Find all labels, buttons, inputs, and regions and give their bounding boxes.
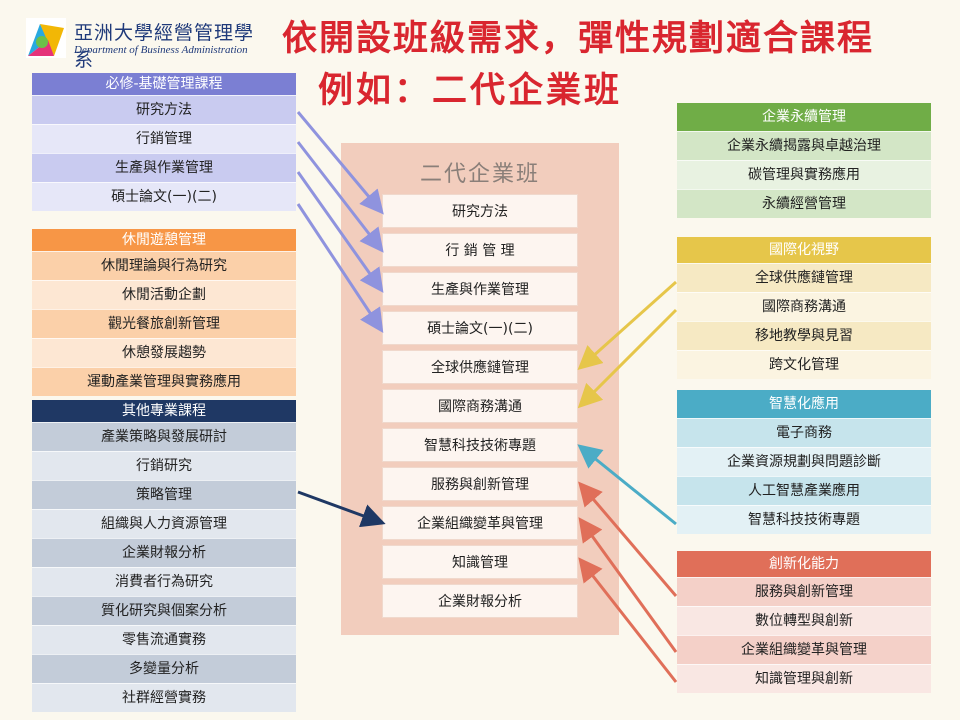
arrow-supply-chain bbox=[577, 280, 677, 370]
arrow-org-change-right bbox=[578, 517, 678, 653]
course-item: 國際商務溝通 bbox=[677, 292, 931, 321]
course-item: 電子商務 bbox=[677, 418, 931, 447]
group-other: 其他專業課程 產業策略與發展研討 行銷研究 策略管理 組織與人力資源管理 企業財… bbox=[32, 400, 296, 712]
group-smart: 智慧化應用 電子商務 企業資源規劃與問題診斷 人工智慧產業應用 智慧科技技術專題 bbox=[677, 390, 931, 534]
course-item: 社群經營實務 bbox=[32, 683, 296, 712]
center-course-box: 企業財報分析 bbox=[382, 584, 578, 618]
page-title: 依開設班級需求，彈性規劃適合課程 bbox=[282, 19, 875, 59]
course-item: 企業永續揭露與卓越治理 bbox=[677, 131, 931, 160]
group-sustainability: 企業永續管理 企業永續揭露與卓越治理 碳管理與實務應用 永續經營管理 bbox=[677, 103, 931, 218]
course-item: 多變量分析 bbox=[32, 654, 296, 683]
group-header: 創新化能力 bbox=[677, 551, 931, 577]
group-header: 國際化視野 bbox=[677, 237, 931, 263]
course-item: 研究方法 bbox=[32, 95, 296, 124]
center-panel-title: 二代企業班 bbox=[419, 162, 540, 187]
arrow-org-change-left bbox=[297, 490, 386, 528]
group-header: 企業永續管理 bbox=[677, 103, 931, 131]
course-item: 消費者行為研究 bbox=[32, 567, 296, 596]
course-item: 服務與創新管理 bbox=[677, 577, 931, 606]
course-item: 碩士論文(一)(二) bbox=[32, 182, 296, 211]
course-item: 企業組織變革與管理 bbox=[677, 635, 931, 664]
course-item: 知識管理與創新 bbox=[677, 664, 931, 693]
course-item: 永續經營管理 bbox=[677, 189, 931, 218]
course-item: 產業策略與發展研討 bbox=[32, 422, 296, 451]
course-item: 生產與作業管理 bbox=[32, 153, 296, 182]
course-item: 企業資源規劃與問題診斷 bbox=[677, 447, 931, 476]
department-name-cn: 亞洲大學經營管理學系 bbox=[74, 22, 255, 71]
arrow-production bbox=[296, 171, 384, 293]
center-course-box: 碩士論文(一)(二) bbox=[382, 311, 578, 345]
center-course-box: 國際商務溝通 bbox=[382, 389, 578, 423]
course-item: 行銷管理 bbox=[32, 124, 296, 153]
group-header: 必修-基礎管理課程 bbox=[32, 73, 296, 95]
course-item: 碳管理與實務應用 bbox=[677, 160, 931, 189]
department-logo: 亞洲大學經營管理學系 Department of Business Admini… bbox=[24, 12, 264, 71]
arrow-knowledge bbox=[578, 557, 678, 683]
course-item: 休閒活動企劃 bbox=[32, 280, 296, 309]
group-leisure: 休閒遊憩管理 休閒理論與行為研究 休閒活動企劃 觀光餐旅創新管理 休憩發展趨勢 … bbox=[32, 229, 296, 396]
course-item: 全球供應鏈管理 bbox=[677, 263, 931, 292]
center-course-box: 服務與創新管理 bbox=[382, 467, 578, 501]
course-item: 休憩發展趨勢 bbox=[32, 338, 296, 367]
center-course-box: 行 銷 管 理 bbox=[382, 233, 578, 267]
course-item: 跨文化管理 bbox=[677, 350, 931, 379]
center-course-box: 智慧科技技術專題 bbox=[382, 428, 578, 462]
group-header: 其他專業課程 bbox=[32, 400, 296, 422]
course-item: 零售流通實務 bbox=[32, 625, 296, 654]
course-item: 人工智慧產業應用 bbox=[677, 476, 931, 505]
page-subtitle: 例如：二代企業班 bbox=[318, 71, 623, 111]
arrow-intl-communication bbox=[577, 308, 678, 409]
department-name-en: Department of Business Administration bbox=[74, 44, 248, 56]
course-item: 企業財報分析 bbox=[32, 538, 296, 567]
course-item: 移地教學與見習 bbox=[677, 321, 931, 350]
center-course-box: 知識管理 bbox=[382, 545, 578, 579]
center-course-box: 企業組織變革與管理 bbox=[382, 506, 578, 540]
center-course-box: 全球供應鏈管理 bbox=[382, 350, 578, 384]
course-item: 運動產業管理與實務應用 bbox=[32, 367, 296, 396]
arrow-service-innovation bbox=[578, 481, 678, 597]
course-item: 組織與人力資源管理 bbox=[32, 509, 296, 538]
course-item: 觀光餐旅創新管理 bbox=[32, 309, 296, 338]
arrow-marketing bbox=[296, 141, 384, 253]
course-item: 策略管理 bbox=[32, 480, 296, 509]
group-innovation: 創新化能力 服務與創新管理 數位轉型與創新 企業組織變革與管理 知識管理與創新 bbox=[677, 551, 931, 693]
course-item: 行銷研究 bbox=[32, 451, 296, 480]
arrow-smart-tech bbox=[577, 444, 677, 526]
arrow-thesis bbox=[296, 203, 384, 334]
group-required: 必修-基礎管理課程 研究方法 行銷管理 生產與作業管理 碩士論文(一)(二) bbox=[32, 73, 296, 211]
group-header: 智慧化應用 bbox=[677, 390, 931, 418]
course-item: 休閒理論與行為研究 bbox=[32, 251, 296, 280]
center-course-box: 生產與作業管理 bbox=[382, 272, 578, 306]
asia-university-logo-icon bbox=[26, 18, 66, 58]
course-item: 數位轉型與創新 bbox=[677, 606, 931, 635]
group-international: 國際化視野 全球供應鏈管理 國際商務溝通 移地教學與見習 跨文化管理 bbox=[677, 237, 931, 379]
group-header: 休閒遊憩管理 bbox=[32, 229, 296, 251]
arrow-research-methods bbox=[296, 111, 384, 215]
course-item: 質化研究與個案分析 bbox=[32, 596, 296, 625]
course-item: 智慧科技技術專題 bbox=[677, 505, 931, 534]
center-course-box: 研究方法 bbox=[382, 194, 578, 228]
